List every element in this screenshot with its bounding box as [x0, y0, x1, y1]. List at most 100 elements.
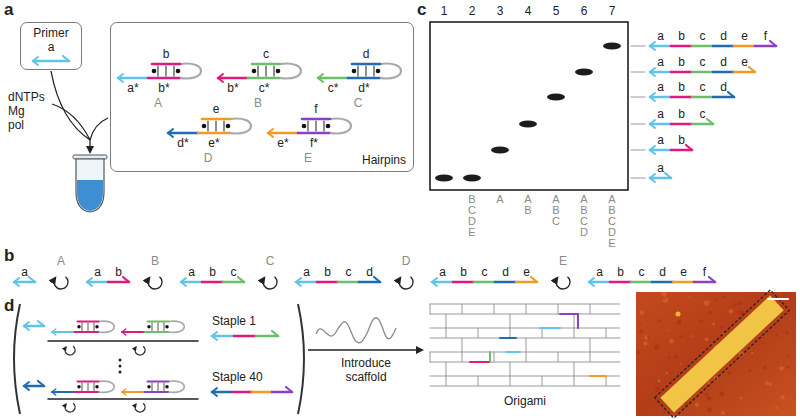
dot	[147, 385, 150, 388]
strand-segment	[650, 177, 671, 180]
dot	[95, 385, 98, 388]
afm-noise	[763, 366, 767, 370]
strand-segment	[692, 96, 713, 99]
domain-label: a	[21, 40, 81, 54]
afm-noise	[787, 355, 789, 357]
afm-noise	[712, 343, 714, 345]
afm-noise	[740, 397, 743, 400]
afm-noise	[775, 334, 778, 337]
domain-label: d*	[358, 81, 369, 95]
hairpin-loop	[280, 64, 301, 79]
base-pair	[315, 121, 316, 131]
afm-noise	[785, 331, 788, 334]
domain-label: b	[678, 55, 685, 69]
hairpin-name: B	[151, 254, 159, 268]
domain-label: c*	[328, 81, 339, 95]
base-pair	[82, 323, 83, 331]
base-pair	[173, 66, 174, 76]
dot	[326, 124, 331, 129]
strand-segment	[318, 77, 348, 80]
strand-segment	[650, 149, 671, 152]
domain-label: a	[657, 133, 664, 147]
hairpin-loop	[99, 381, 115, 392]
strand-end	[686, 145, 692, 150]
domain-label: c	[700, 55, 706, 69]
domain-label: b	[678, 133, 685, 147]
afm-noise	[728, 372, 732, 376]
base-pair	[215, 121, 216, 131]
hairpin-name: C	[266, 254, 275, 268]
step-label: Introduce scaffold	[329, 356, 403, 384]
strand-segment	[252, 391, 272, 394]
strand-end	[38, 321, 44, 326]
afm-noise	[655, 379, 660, 384]
reagent-label: pol	[8, 118, 24, 132]
crossover	[430, 352, 431, 362]
strand-segment	[24, 325, 44, 328]
domain-label: b	[617, 265, 624, 279]
domain-label: e*	[208, 136, 219, 150]
afm-noise	[734, 305, 736, 307]
afm-noise	[649, 399, 651, 401]
crossover	[462, 304, 463, 314]
crossover	[462, 338, 463, 352]
strand-end	[728, 92, 734, 97]
afm-image	[636, 292, 796, 416]
strand-segment	[118, 77, 148, 80]
strand-segment	[652, 281, 673, 284]
strand-segment	[268, 132, 298, 135]
crossover	[558, 352, 559, 362]
crossover	[574, 314, 575, 328]
helix-line	[430, 314, 620, 315]
lane-content: A B	[522, 194, 534, 216]
panel-label: c	[417, 0, 426, 19]
crossover	[574, 376, 575, 386]
strand-segment	[122, 331, 145, 333]
box-title: Primer	[21, 26, 81, 40]
base-pair	[307, 121, 308, 131]
strand-segment	[52, 331, 75, 333]
domain-label: c	[263, 47, 269, 61]
domain-label: c	[231, 265, 237, 279]
crossover	[526, 338, 527, 352]
afm-noise	[657, 379, 661, 383]
crossover	[446, 314, 447, 328]
band-leader	[631, 72, 645, 73]
lane-number: 2	[469, 4, 476, 18]
lane-content: A B C D	[578, 194, 590, 238]
afm-noise	[720, 326, 723, 329]
hairpin-loop	[169, 381, 185, 392]
domain-label: a	[596, 265, 603, 279]
lane-number: 1	[441, 4, 448, 18]
dot	[226, 124, 231, 129]
hairpin	[218, 64, 301, 82]
band-leader	[631, 97, 645, 98]
hairpin-name: A	[154, 96, 162, 110]
afm-noise	[669, 339, 673, 343]
lane-content: A	[494, 194, 506, 205]
gel-band	[435, 175, 453, 182]
flow-line	[51, 71, 90, 140]
crossover	[606, 376, 607, 386]
afm-noise	[663, 297, 668, 302]
domain-label: d	[502, 265, 509, 279]
strand-segment	[432, 281, 453, 284]
afm-noise	[707, 381, 710, 384]
strand-segment	[296, 281, 317, 284]
strand-segment	[338, 281, 359, 284]
strand-segment	[108, 281, 129, 284]
domain-label: d	[720, 80, 727, 94]
strand-segment	[734, 71, 755, 74]
tube-liquid	[77, 180, 103, 211]
bracket	[298, 304, 304, 414]
crossover	[446, 362, 447, 376]
domain-label: a	[657, 161, 664, 175]
dot	[165, 325, 168, 328]
strand-end	[38, 381, 44, 386]
strand-segment	[692, 71, 713, 74]
crossover	[590, 352, 591, 362]
domain-label: d	[366, 265, 373, 279]
afm-noise	[677, 320, 682, 325]
domain-label: d*	[177, 136, 188, 150]
